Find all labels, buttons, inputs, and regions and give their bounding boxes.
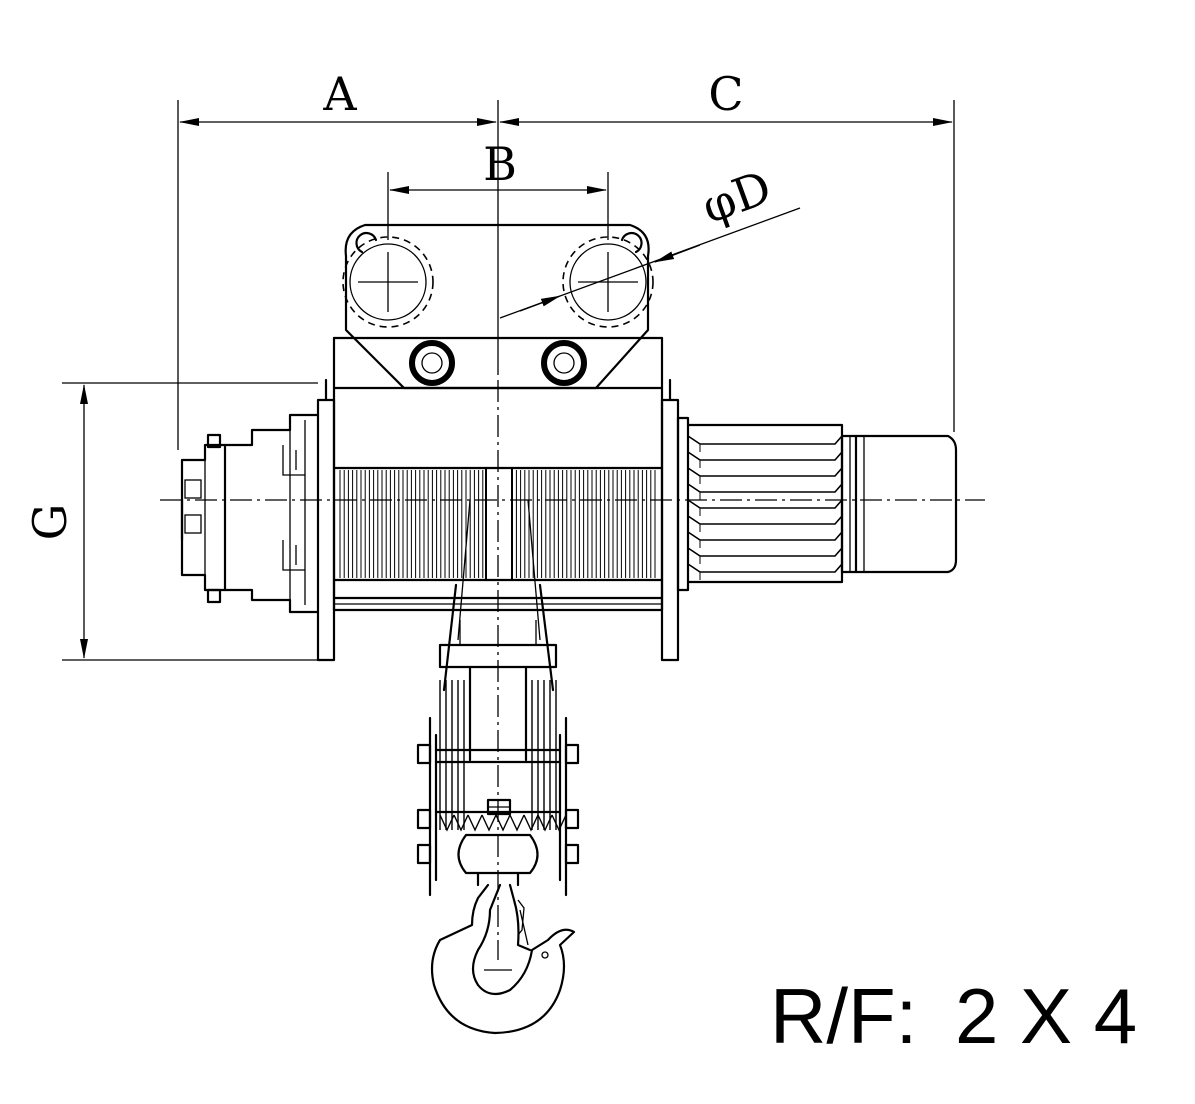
dimension-a-label: A	[322, 67, 357, 121]
reeving-value: 2 X 4	[955, 972, 1137, 1060]
wheel-right	[562, 236, 654, 328]
guide-rollers	[409, 340, 587, 386]
dimension-d-label: φD	[695, 160, 778, 234]
dimension-c-label: C	[708, 67, 743, 121]
motor-cooling-fins	[687, 435, 843, 580]
hook-block	[416, 620, 580, 897]
dimension-g-label: G	[23, 504, 77, 541]
dimension-b-label: B	[483, 137, 517, 191]
wheel-left	[342, 236, 434, 328]
sheave-grooves	[439, 680, 567, 832]
crane-hook	[430, 883, 576, 1035]
reeving-label: R/F:	[770, 972, 917, 1060]
motor	[676, 416, 958, 592]
gearbox	[180, 413, 320, 614]
dimension-lines	[62, 100, 955, 661]
hoist-ropes	[442, 499, 555, 692]
